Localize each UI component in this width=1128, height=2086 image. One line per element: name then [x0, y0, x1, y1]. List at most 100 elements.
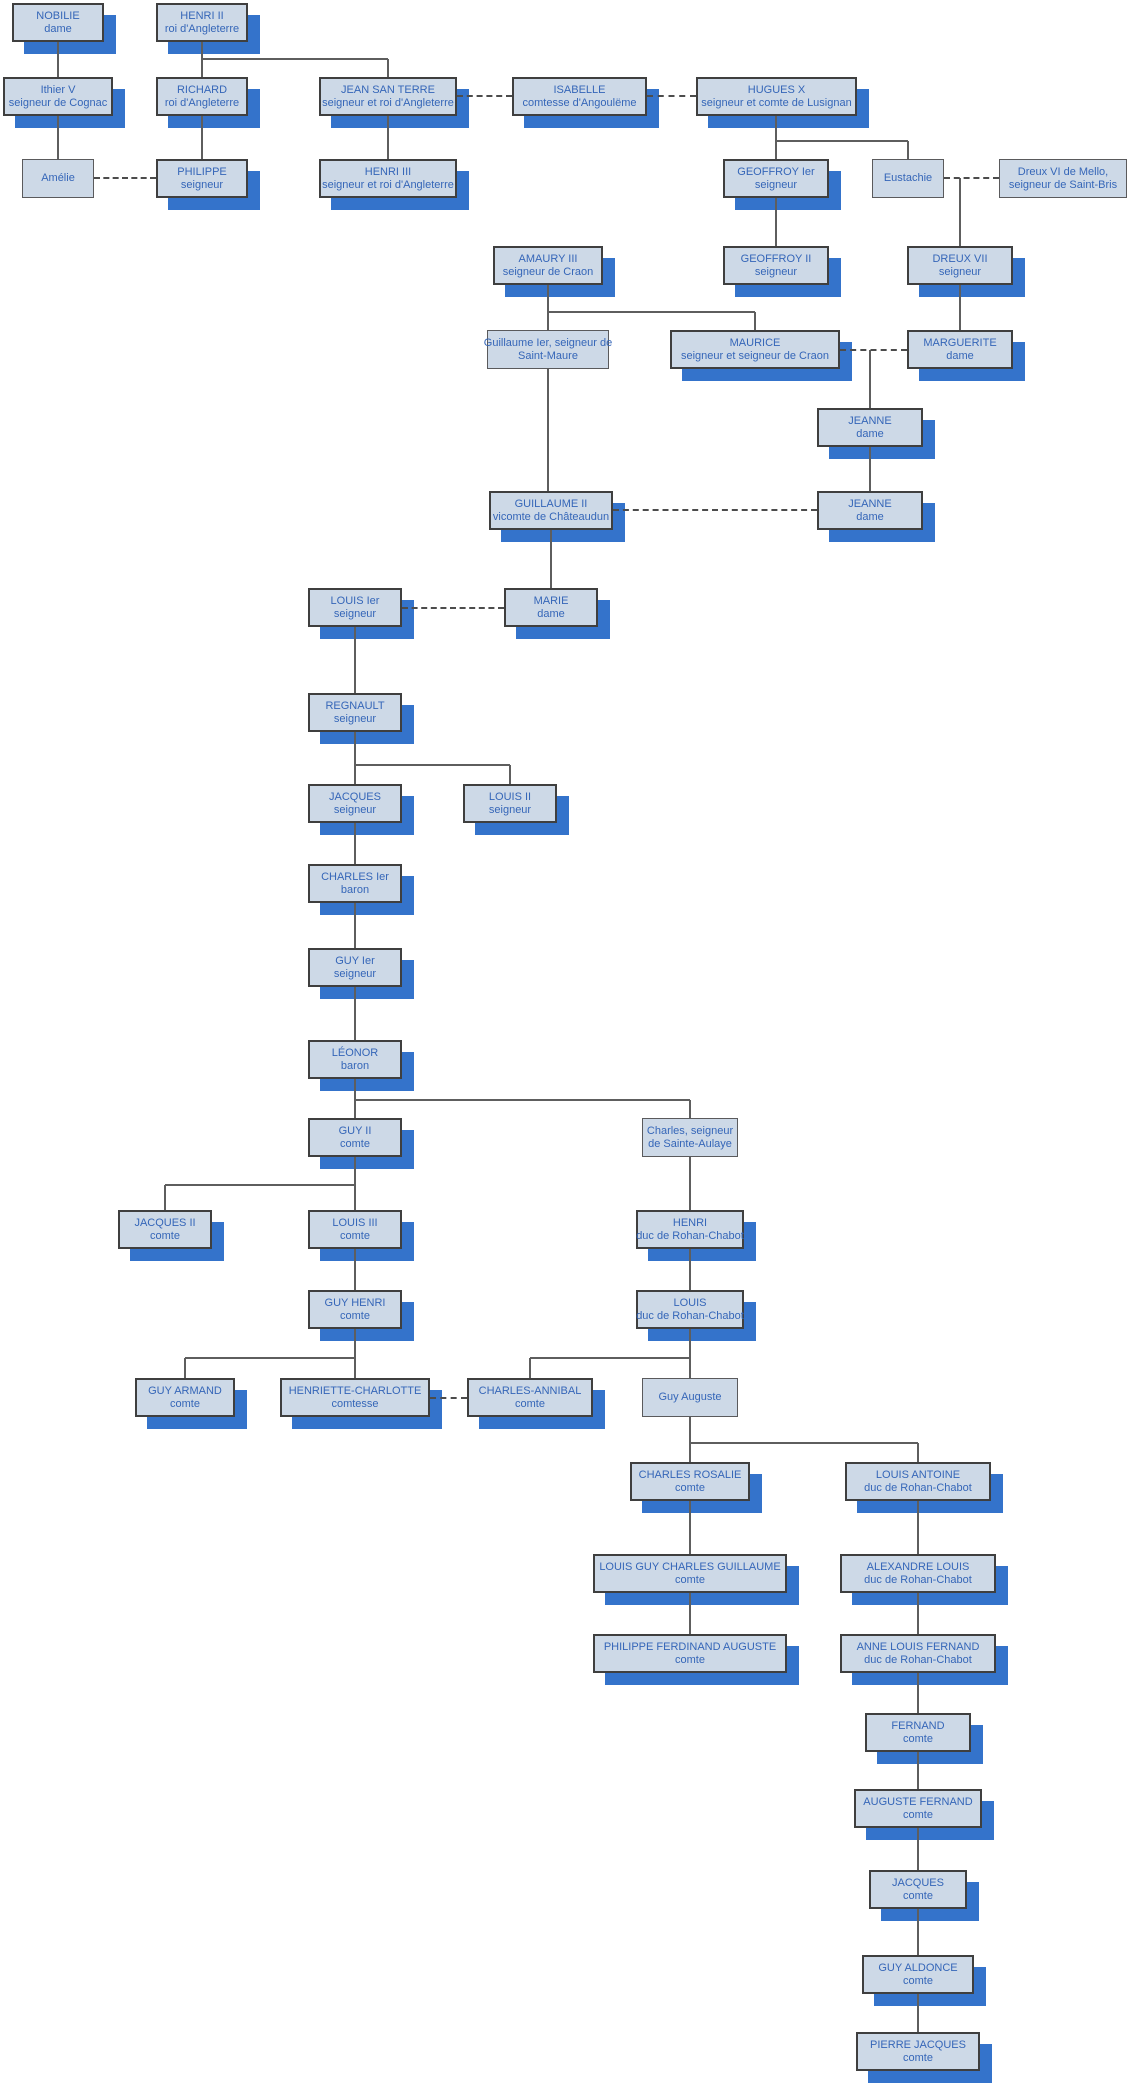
marriage-line: [402, 607, 504, 609]
person-title: comte: [903, 1889, 933, 1902]
person-name: PIERRE JACQUES: [870, 2038, 966, 2051]
descent-line-vertical: [754, 312, 756, 330]
person-name: CHARLES Ier: [321, 870, 389, 883]
person-name: Eustachie: [883, 172, 933, 184]
person-name: JEAN SAN TERRE: [341, 83, 435, 96]
person-title: duc de Rohan-Chabot: [636, 1309, 744, 1322]
person-title: comte: [170, 1397, 200, 1410]
person-eustachie[interactable]: Eustachie: [872, 159, 944, 198]
descent-line-horizontal: [185, 1357, 355, 1359]
person-title: dame: [946, 349, 974, 362]
person-name: GUY Ier: [335, 954, 375, 967]
person-name: JEANNE: [848, 414, 892, 427]
person-name: GUY ARMAND: [148, 1384, 222, 1397]
person-title: dame: [537, 607, 565, 620]
descent-line-vertical: [689, 1417, 691, 1462]
person-title: comtesse: [331, 1397, 379, 1410]
marriage-line: [613, 509, 817, 511]
descent-line-vertical: [354, 903, 356, 948]
person-name: LOUIS ANTOINE: [875, 1468, 961, 1481]
person-title: comte: [675, 1481, 705, 1494]
person-title: seigneur de Cognac: [8, 96, 108, 109]
descent-line-vertical: [354, 1329, 356, 1378]
person-name: JACQUES II: [134, 1216, 196, 1229]
marriage-line: [840, 349, 907, 351]
person-title: seigneur et roi d'Angleterre: [322, 178, 454, 191]
descent-line-vertical: [547, 285, 549, 330]
person-name: MAURICE: [729, 336, 781, 349]
person-title: comte: [340, 1309, 370, 1322]
person-title: seigneur: [180, 178, 224, 191]
person-title: seigneur: [333, 607, 377, 620]
person-title: dame: [856, 510, 884, 523]
person-title: duc de Rohan-Chabot: [864, 1653, 972, 1666]
person-guy-auguste[interactable]: Guy Auguste: [642, 1378, 738, 1417]
person-name: JACQUES: [329, 790, 381, 803]
descent-line-vertical: [354, 823, 356, 864]
descent-line-vertical: [354, 987, 356, 1040]
descent-line-vertical: [57, 42, 59, 77]
person-title: comte: [515, 1397, 545, 1410]
person-title: comte: [675, 1573, 705, 1586]
person-title: comte: [340, 1137, 370, 1150]
person-title: baron: [340, 883, 370, 896]
descent-line-vertical: [387, 59, 389, 77]
person-title: baron: [340, 1059, 370, 1072]
descent-line-vertical: [509, 765, 511, 784]
person-title: roi d'Angleterre: [164, 22, 240, 35]
person-amelie[interactable]: Amélie: [22, 159, 94, 198]
person-title: duc de Rohan-Chabot: [864, 1481, 972, 1494]
person-dreux-vi[interactable]: Dreux VI de Mello,seigneur de Saint-Bris: [999, 159, 1127, 198]
person-title: comte: [340, 1229, 370, 1242]
person-name: HENRI: [672, 1216, 708, 1229]
